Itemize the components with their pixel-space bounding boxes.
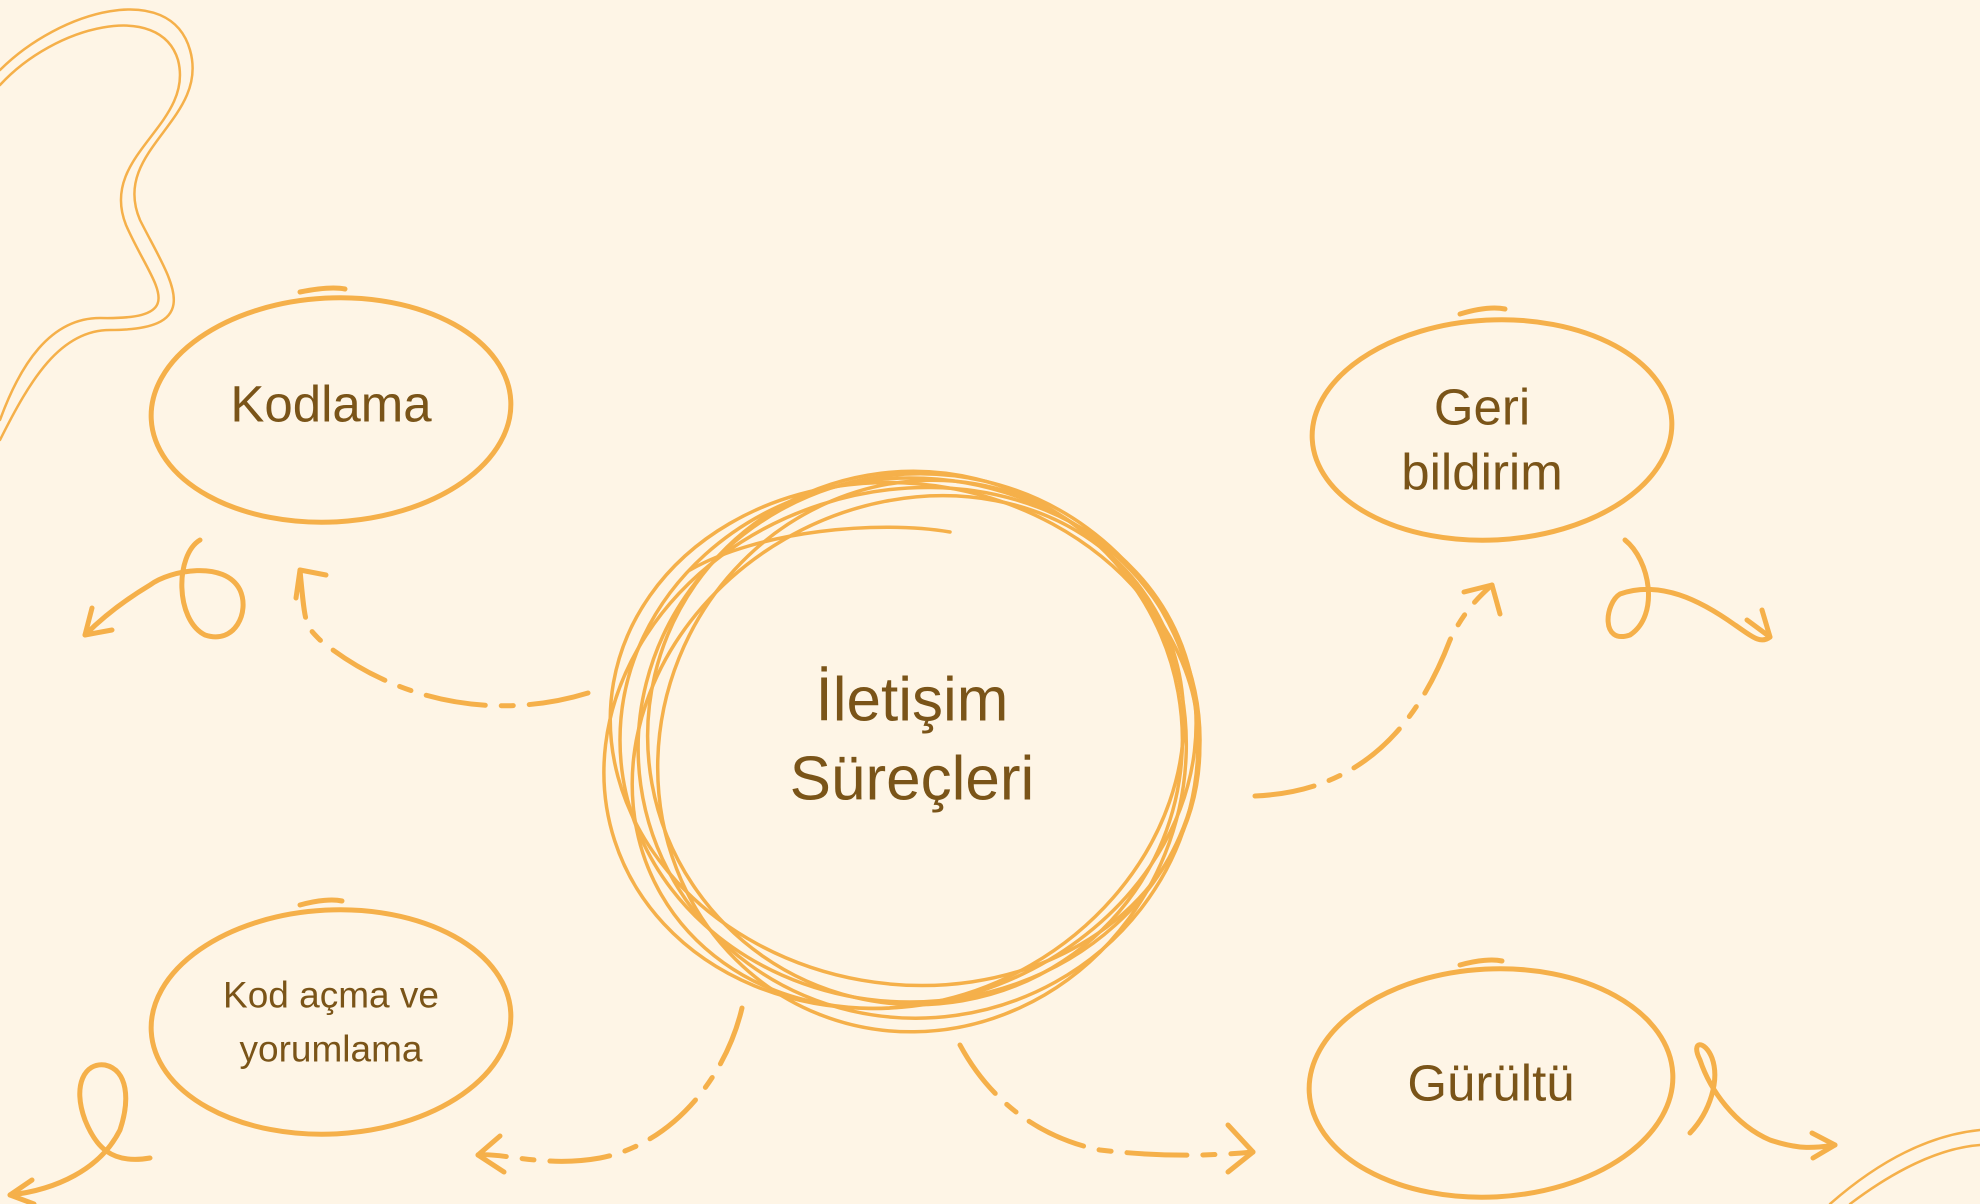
decorative-swirl-bottom-right [1828, 1128, 1980, 1204]
decorative-loop-arrow-bottom-right [1687, 1042, 1838, 1161]
decorative-loop-arrow-top-left [82, 537, 246, 640]
node-outline-kodlama [148, 285, 514, 525]
node-label-kod-acma: Kod açma ve yorumlama [223, 974, 439, 1069]
center-node-label: İletişim Süreçleri [789, 665, 1035, 814]
connector-arrow-kod-acma [475, 1005, 745, 1175]
connector-arrow-geri-bildirim [1252, 582, 1503, 799]
node-label-geri-bildirim: Geri bildirim [1401, 378, 1563, 501]
node-outline-gurultu [1306, 957, 1676, 1200]
node-label-kodlama: Kodlama [230, 375, 432, 433]
decorative-loop-arrow-top-right [1605, 537, 1773, 643]
decorative-swirl-top-left [0, 8, 194, 442]
node-outline-geri-bildirim [1309, 305, 1675, 543]
connector-arrow-gurultu [957, 1042, 1256, 1175]
decorative-loop-arrow-bottom-left [7, 1062, 153, 1204]
center-scribble-circle [602, 469, 1202, 1034]
node-outline-kod-acma [148, 897, 514, 1137]
node-label-gurultu: Gürültü [1407, 1054, 1575, 1112]
connector-arrow-kodlama [293, 567, 591, 709]
